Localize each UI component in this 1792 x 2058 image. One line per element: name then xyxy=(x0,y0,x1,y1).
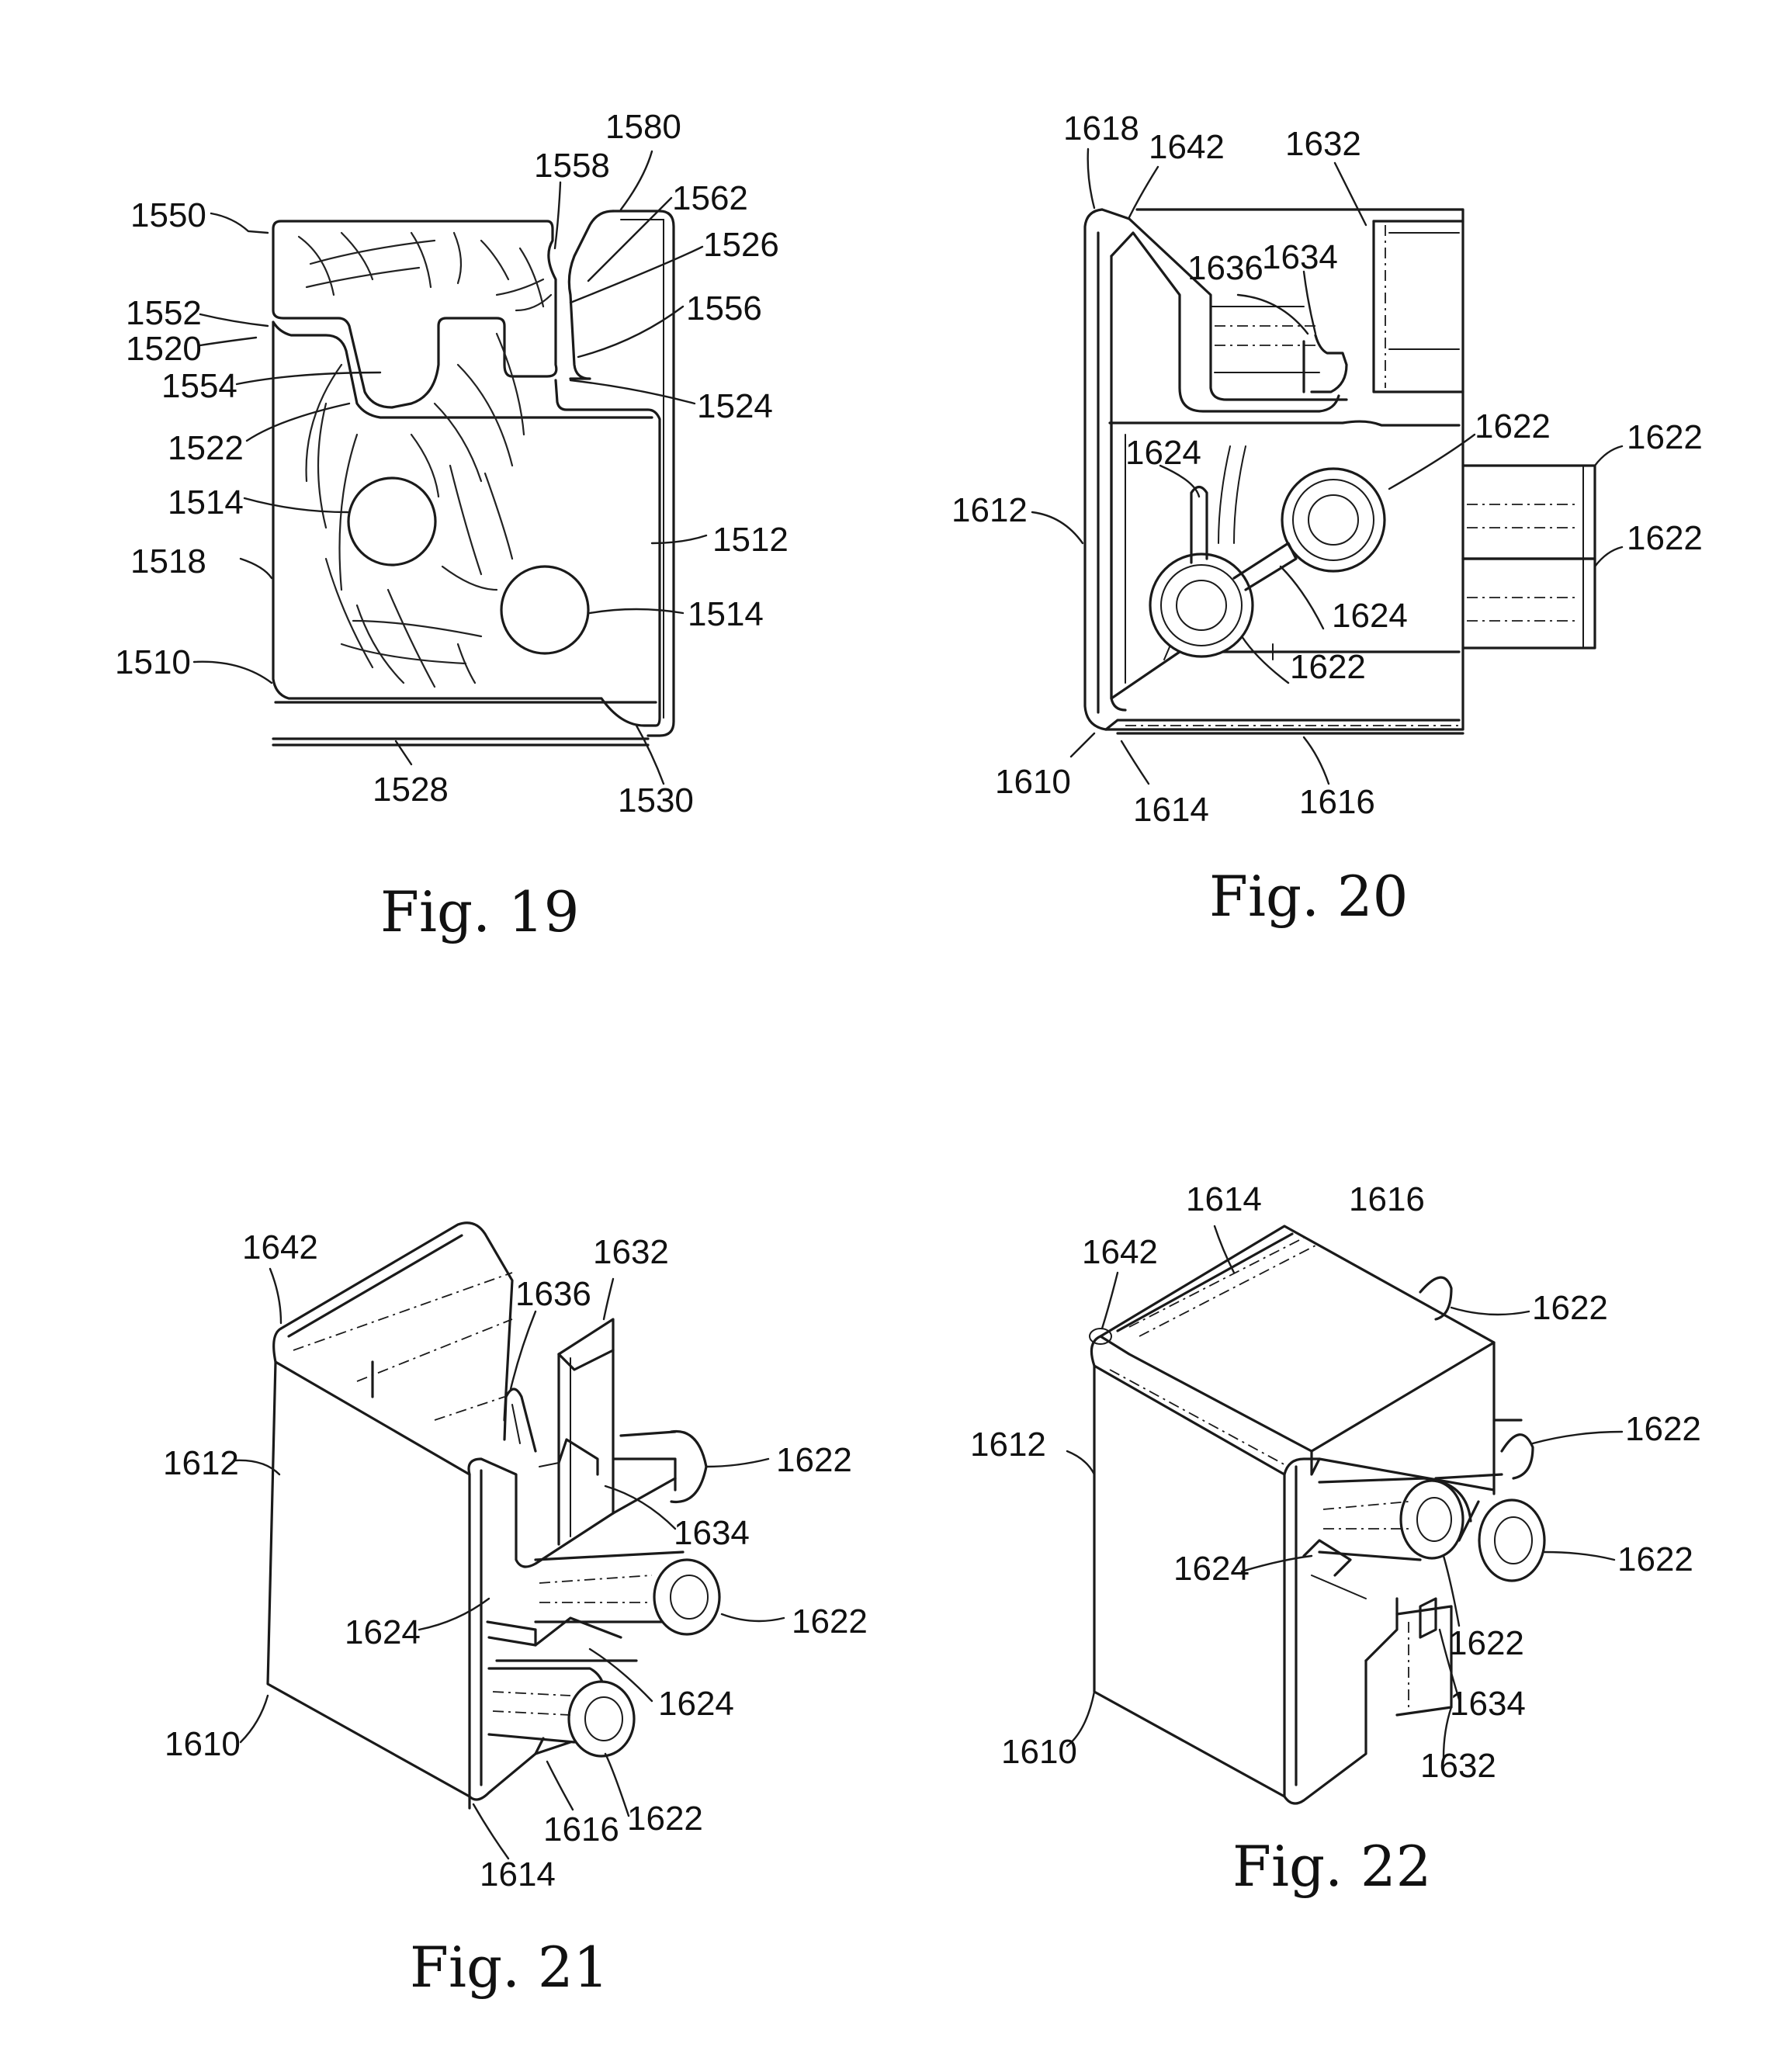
ref-1624-b: 1624 xyxy=(658,1685,734,1723)
ref-1614: 1614 xyxy=(1186,1180,1262,1218)
tube-1622-front-right xyxy=(1478,1498,1546,1582)
fig21-reference-numerals: 1642 1632 1636 1612 1622 1634 1624 1622 … xyxy=(163,1228,868,1893)
ref-1622-a: 1622 xyxy=(776,1441,852,1479)
ref-1622-d: 1622 xyxy=(1448,1624,1524,1662)
ref-1580: 1580 xyxy=(605,108,681,146)
ref-1634: 1634 xyxy=(1262,238,1338,276)
ref-1624-b: 1624 xyxy=(1332,597,1408,635)
fig22-reference-numerals: 1614 1616 1642 1622 1612 1622 1624 1622 … xyxy=(970,1180,1701,1785)
tube-1622-middle xyxy=(653,1558,721,1636)
caption-fig-19: Fig. 19 xyxy=(380,879,579,944)
ref-1612: 1612 xyxy=(951,491,1028,529)
ref-1616: 1616 xyxy=(1349,1180,1425,1218)
ref-1526: 1526 xyxy=(703,226,779,264)
ref-1622-b: 1622 xyxy=(792,1602,868,1641)
fig22-body xyxy=(1089,1225,1546,1805)
ref-1622-c: 1622 xyxy=(627,1800,703,1838)
fig-21: 1642 1632 1636 1612 1622 1634 1624 1622 … xyxy=(163,1221,868,2000)
ref-1610: 1610 xyxy=(1001,1733,1077,1771)
fig19-reference-numerals: 1580 1558 1562 1550 1526 1556 1552 1520 … xyxy=(115,108,789,819)
ref-1522: 1522 xyxy=(168,429,244,467)
ref-1518: 1518 xyxy=(130,542,206,580)
ref-1636: 1636 xyxy=(1187,249,1263,287)
ref-1530: 1530 xyxy=(618,781,694,819)
ref-1622-d: 1622 xyxy=(1290,648,1366,686)
fig21-body xyxy=(266,1221,721,1810)
ref-1624: 1624 xyxy=(1173,1550,1250,1588)
boss-1622-upper xyxy=(1281,467,1386,573)
tube-1622-lower xyxy=(567,1680,636,1758)
ref-1622-a: 1622 xyxy=(1475,407,1551,445)
ref-1524: 1524 xyxy=(697,387,773,425)
ref-1610: 1610 xyxy=(995,763,1071,801)
caption-fig-22: Fig. 22 xyxy=(1232,1834,1431,1899)
ref-1556: 1556 xyxy=(686,289,762,327)
ref-1616: 1616 xyxy=(543,1810,619,1848)
ref-1562: 1562 xyxy=(672,179,748,217)
fig-20: 1618 1642 1632 1636 1634 1622 1622 1624 … xyxy=(951,109,1703,929)
ref-1636: 1636 xyxy=(515,1275,591,1313)
ref-1558: 1558 xyxy=(534,147,610,185)
fig19-leaders xyxy=(192,150,708,785)
ref-1614: 1614 xyxy=(480,1855,556,1893)
fig21-leaders xyxy=(233,1267,785,1860)
ref-1622-a: 1622 xyxy=(1532,1289,1608,1327)
ref-1520: 1520 xyxy=(126,330,202,368)
ref-1552: 1552 xyxy=(126,294,202,332)
boss-1622-lower xyxy=(1149,553,1254,658)
ref-1510: 1510 xyxy=(115,643,191,681)
fig20-reference-numerals: 1618 1642 1632 1636 1634 1622 1622 1624 … xyxy=(951,109,1703,829)
ref-1514-upper: 1514 xyxy=(168,483,244,521)
ref-1622-b: 1622 xyxy=(1625,1410,1701,1448)
ref-1622-b: 1622 xyxy=(1627,418,1703,456)
ref-1512: 1512 xyxy=(712,521,789,559)
ref-1632: 1632 xyxy=(593,1233,669,1271)
ref-1624-a: 1624 xyxy=(345,1613,421,1651)
fig19-body xyxy=(272,210,675,747)
ref-1610: 1610 xyxy=(165,1725,241,1763)
ref-1618: 1618 xyxy=(1063,109,1139,147)
fig-22: 1614 1616 1642 1622 1612 1622 1624 1622 … xyxy=(970,1180,1701,1899)
ref-1514-lower: 1514 xyxy=(688,595,764,633)
ref-1612: 1612 xyxy=(970,1426,1046,1464)
hole-1514-upper xyxy=(347,476,437,566)
ref-1528: 1528 xyxy=(373,771,449,809)
ref-1642: 1642 xyxy=(1149,128,1225,166)
ref-1632: 1632 xyxy=(1420,1747,1496,1785)
ref-1642: 1642 xyxy=(242,1228,318,1266)
ref-1614: 1614 xyxy=(1133,791,1209,829)
ref-1612: 1612 xyxy=(163,1444,239,1482)
ref-1554: 1554 xyxy=(161,367,237,405)
ref-1634: 1634 xyxy=(1450,1685,1526,1723)
fig22-leaders xyxy=(1066,1225,1624,1759)
ref-1642: 1642 xyxy=(1082,1233,1158,1271)
ref-1622-c: 1622 xyxy=(1617,1540,1693,1578)
fig19-wood-grain xyxy=(297,231,553,688)
ref-1550: 1550 xyxy=(130,196,206,234)
ref-1634: 1634 xyxy=(674,1514,750,1552)
ref-1624-a: 1624 xyxy=(1125,434,1201,472)
tube-1622-front-left xyxy=(1399,1479,1464,1560)
fig-19: 1580 1558 1562 1550 1526 1556 1552 1520 … xyxy=(115,108,789,944)
ref-1616: 1616 xyxy=(1299,783,1375,821)
hole-1514-lower xyxy=(500,565,590,655)
fig20-leaders xyxy=(1031,147,1624,785)
ref-1632: 1632 xyxy=(1285,125,1361,163)
ref-1622-c: 1622 xyxy=(1627,519,1703,557)
caption-fig-21: Fig. 21 xyxy=(410,1935,608,2000)
caption-fig-20: Fig. 20 xyxy=(1209,864,1408,929)
fig20-body xyxy=(1083,208,1596,735)
